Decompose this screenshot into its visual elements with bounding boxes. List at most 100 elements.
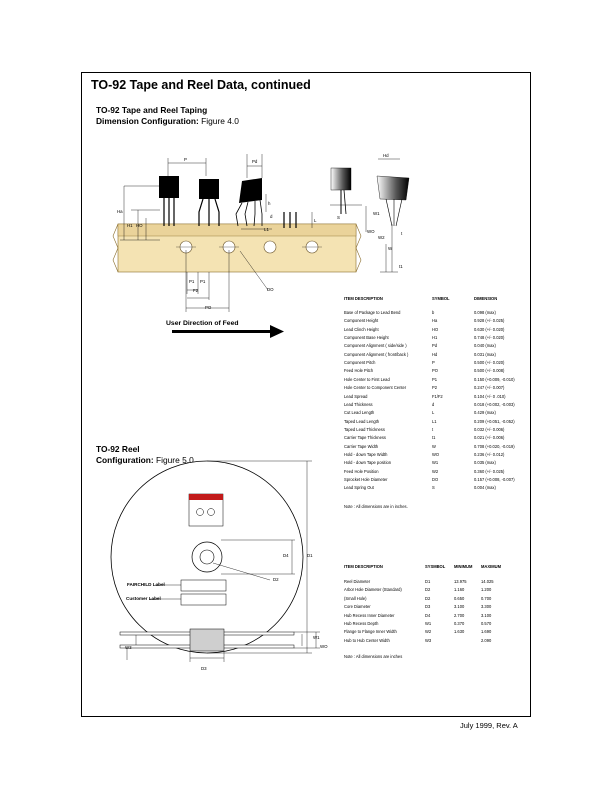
table-cell: Hold - down Tape position xyxy=(344,460,392,466)
table-cell: Flange to Flange Inner Width xyxy=(344,629,397,635)
table-cell: 0.500 (+/- 0.008) xyxy=(474,368,505,374)
label-do: DO xyxy=(267,287,274,292)
table-cell: Core Diameter xyxy=(344,604,371,610)
table-cell: 1.200 xyxy=(481,587,492,593)
table-cell: 0.031 (max) xyxy=(474,351,496,357)
header-maximum: MAXIMUM xyxy=(481,564,502,569)
label-d: d xyxy=(270,214,273,219)
table-cell: Feed Hole Pitch xyxy=(344,368,374,374)
header-symbol: SYMBOL xyxy=(432,296,450,301)
table-cell: Hub Recess Inner Diameter xyxy=(344,612,395,618)
table-cell: 0.098 (max) xyxy=(474,310,496,315)
table-cell: Carrier Tape Thickness xyxy=(344,435,386,441)
sprocket-hole xyxy=(263,240,277,254)
table-cell: Lead Spring Out xyxy=(344,485,374,491)
table-cell: Arbor Hole Diameter (Standard) xyxy=(344,587,402,593)
table-cell: 1.630 xyxy=(454,629,465,635)
table-cell: (Small Hole) xyxy=(344,595,367,601)
table-cell: t xyxy=(432,426,434,432)
table-cell: W2 xyxy=(425,629,432,635)
label-po: PO xyxy=(205,305,212,310)
table-cell: D2 xyxy=(425,595,431,601)
table-cell: W1 xyxy=(425,621,432,626)
table-cell: 0.021 (+/- 0.006) xyxy=(474,435,505,441)
label-l1: L1 xyxy=(264,227,269,232)
label-p: P xyxy=(184,157,187,162)
taping-section-heading: TO-92 Tape and Reel Taping Dimension Con… xyxy=(96,105,239,127)
table-cell: Hold - down Tape Width xyxy=(344,451,388,457)
table-cell: Hd xyxy=(432,351,438,357)
customer-label-box xyxy=(180,593,227,606)
table-cell: Component Pitch xyxy=(344,360,376,366)
table-cell: Taped Lead Thickness xyxy=(344,426,385,432)
table-cell: Hub to Hub Center Width xyxy=(344,637,390,643)
table-cell: 0.360 (+/- 0.025) xyxy=(474,468,505,474)
tape-right-torn-edge xyxy=(355,223,362,273)
label-wo: WO xyxy=(367,229,375,234)
table-cell: Lead Spread xyxy=(344,393,368,399)
header-dimension: DIMENSION xyxy=(474,296,498,301)
table-cell: P1 xyxy=(432,376,438,382)
table-cell: 3.100 xyxy=(481,612,492,618)
table-cell: DO xyxy=(432,477,439,482)
table-cell: L1 xyxy=(432,418,437,424)
table-cell: 0.032 (+/- 0.006) xyxy=(474,426,505,432)
page-footer: July 1999, Rev. A xyxy=(460,721,518,730)
reel-caption-prefix: Configuration: xyxy=(96,455,154,465)
table-cell: 0.748 (+/- 0.020) xyxy=(474,335,505,341)
table-cell: D2 xyxy=(425,587,431,593)
feed-arrow-head xyxy=(270,325,284,338)
reel-label-w3: W3 xyxy=(125,645,132,650)
label-t1: t1 xyxy=(399,264,403,269)
tape-left-torn-edge xyxy=(112,223,119,273)
table-cell: PO xyxy=(432,368,438,374)
table-cell: Lead Clinch Height xyxy=(344,326,379,332)
table-cell: 0.928 (+/- 0.025) xyxy=(474,318,505,324)
label-w1: W1 xyxy=(373,211,380,216)
customer-label-text: Customer Label xyxy=(126,596,161,601)
label-pd: Pd xyxy=(252,159,258,164)
table-cell: Sprocket Hole Diameter xyxy=(344,477,388,482)
page-frame xyxy=(81,72,531,717)
reel-caption-figure: Figure 5.0 xyxy=(156,455,194,465)
table-cell: 3.100 xyxy=(454,604,465,610)
table-cell: Component Alignment ( front/back ) xyxy=(344,351,409,357)
table-cell: 0.035 (max) xyxy=(474,460,496,466)
label-h: h xyxy=(268,201,271,206)
table-cell: 0.157 (+0.008, -0.007) xyxy=(474,477,515,482)
table-cell: W1 xyxy=(432,460,439,466)
table-cell: Hub Recess Depth xyxy=(344,621,379,626)
table-cell: P xyxy=(432,360,435,366)
label-t: t xyxy=(401,231,403,236)
table-cell: 1.160 xyxy=(454,587,465,593)
table-cell: Reel Diameter xyxy=(344,579,371,584)
label-h1: H1 xyxy=(127,223,133,228)
table-cell: Base of Package to Lead Bend xyxy=(344,310,401,315)
reel-arbor-hole xyxy=(199,549,215,565)
table-cell: 0.150 (+0.009, -0.010) xyxy=(474,376,515,382)
table-cell: Hole Center to First Lead xyxy=(344,376,390,382)
table-cell: 0.500 (+/- 0.020) xyxy=(474,360,505,366)
table-cell: b xyxy=(432,310,435,315)
table-cell: D3 xyxy=(425,604,431,610)
feed-arrow-shaft xyxy=(172,330,272,333)
table-cell: Taped Lead Length xyxy=(344,418,380,424)
table-cell: Feed Hole Position xyxy=(344,468,379,474)
fairchild-label-box xyxy=(180,579,227,592)
table-cell: 0.700 xyxy=(481,595,492,601)
table-cell: D4 xyxy=(425,612,431,618)
reel-note: Note : All dimensions are inches xyxy=(344,654,403,659)
table-cell: 0.209 (+0.051, -0.052) xyxy=(474,418,515,424)
table-cell: H1 xyxy=(432,335,438,341)
table-cell: Hole Center to Component Center xyxy=(344,385,407,391)
fairchild-label-text: FAIRCHILD Label xyxy=(127,582,165,587)
reel-label-d1: D1 xyxy=(307,553,313,558)
table-cell: HO xyxy=(432,326,439,332)
header-minimum: MINIMUM xyxy=(454,564,473,569)
table-cell: 0.630 (+/- 0.020) xyxy=(474,326,505,332)
label-ho: HO xyxy=(136,223,143,228)
page-title: TO-92 Tape and Reel Data, continued xyxy=(91,78,311,92)
table-cell: Lead Thickness xyxy=(344,401,373,407)
table-cell: Ha xyxy=(432,318,438,324)
